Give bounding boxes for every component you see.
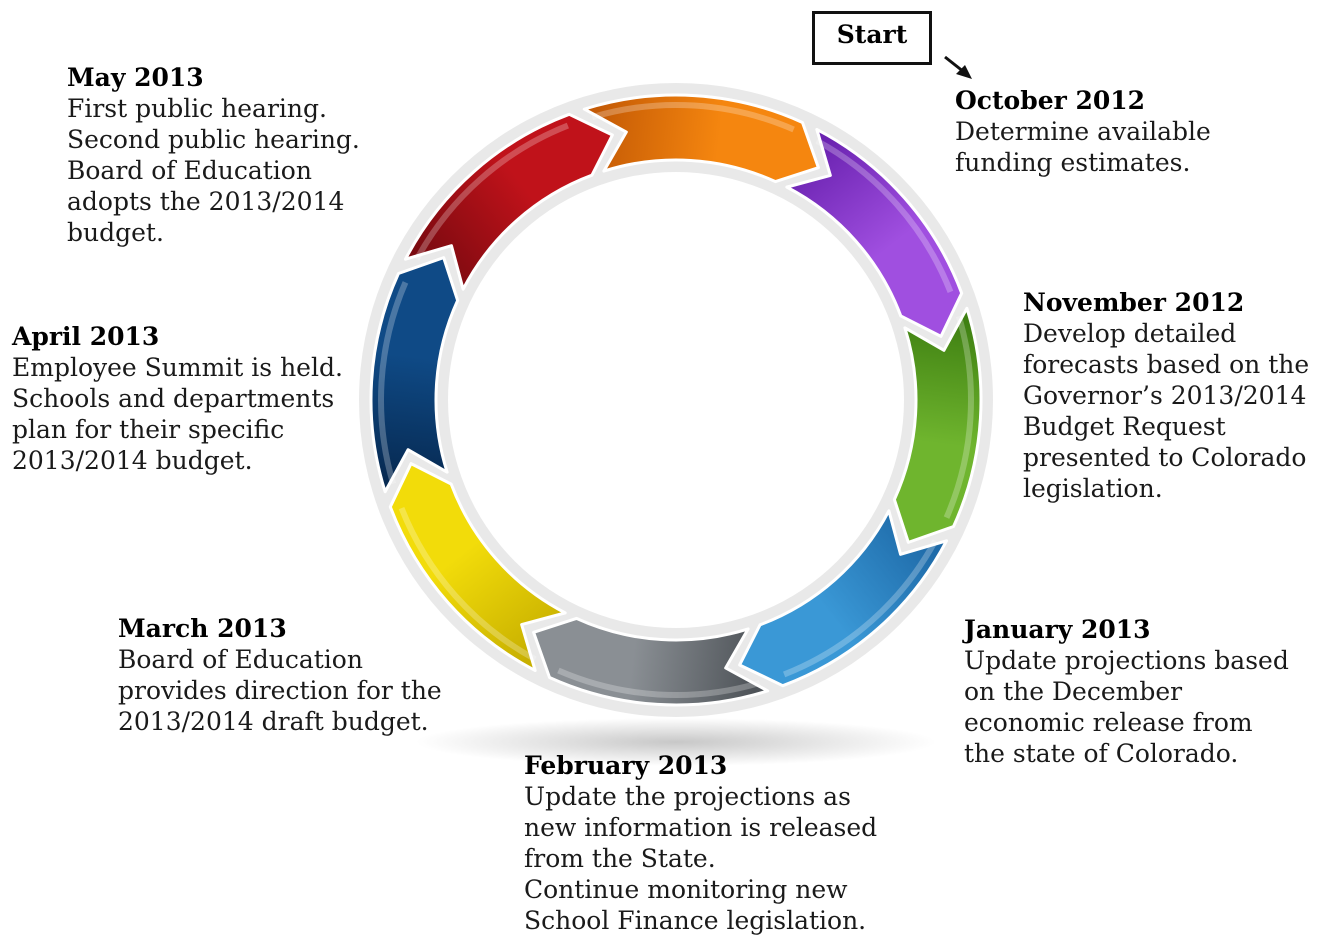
cycle-segment-highlight-december xyxy=(815,138,954,293)
phase-february-text: Update the projections as new informatio… xyxy=(524,782,878,935)
phase-february: February 2013 Update the projections as … xyxy=(524,751,877,936)
cycle-segment-highlight-january xyxy=(943,315,974,519)
start-arrow xyxy=(944,55,972,79)
phase-march: March 2013 Board of Education provides d… xyxy=(118,614,442,737)
cycle-segment-february xyxy=(738,509,949,688)
cycle-segment-january xyxy=(892,306,983,544)
ring-shadow xyxy=(416,718,936,766)
start-label: Start xyxy=(836,20,908,49)
cycle-segment-highlight-february xyxy=(783,539,938,678)
cycle-segment-highlight-april xyxy=(398,507,537,662)
phase-january-text: Update projections based on the December… xyxy=(964,646,1289,768)
start-box: Start xyxy=(812,11,932,65)
cycle-segment-october xyxy=(403,112,614,291)
cycle-segment-december xyxy=(785,127,964,338)
cycle-segment-highlight-november xyxy=(591,102,795,133)
phase-march-text: Board of Education provides direction fo… xyxy=(118,645,442,736)
phase-april-text: Employee Summit is held. Schools and dep… xyxy=(12,353,343,475)
phase-october-text: Determine available funding estimates. xyxy=(955,117,1211,177)
cycle-segment-april xyxy=(388,462,567,673)
cycle-segment-highlight-march xyxy=(557,667,761,698)
cycle-segment-may xyxy=(369,256,460,494)
phase-march-title: March 2013 xyxy=(118,614,287,643)
ring-hole xyxy=(448,172,904,628)
phase-november-title: November 2012 xyxy=(1023,288,1245,317)
phase-november-text: Develop detailed forecasts based on the … xyxy=(1023,319,1310,503)
phase-october-title: October 2012 xyxy=(955,86,1146,115)
phase-may-title: May 2013 xyxy=(67,63,204,92)
phase-october: October 2012 Determine available funding… xyxy=(955,86,1211,178)
phase-april-title: April 2013 xyxy=(12,322,160,351)
phase-may-text: First public hearing. Second public hear… xyxy=(67,94,360,247)
phase-may: May 2013 First public hearing. Second pu… xyxy=(67,63,360,248)
cycle-segment-november xyxy=(582,93,820,184)
phase-april: April 2013 Employee Summit is held. Scho… xyxy=(12,322,343,476)
cycle-segment-march xyxy=(532,616,770,707)
cycle-segment-highlight-october xyxy=(414,122,569,261)
cycle-segments xyxy=(369,93,983,707)
cycle-segment-highlight-may xyxy=(378,281,409,485)
phase-january: January 2013 Update projections based on… xyxy=(964,615,1289,769)
phase-february-title: February 2013 xyxy=(524,751,728,780)
phase-november: November 2012 Develop detailed forecasts… xyxy=(1023,288,1309,504)
phase-january-title: January 2013 xyxy=(964,615,1151,644)
